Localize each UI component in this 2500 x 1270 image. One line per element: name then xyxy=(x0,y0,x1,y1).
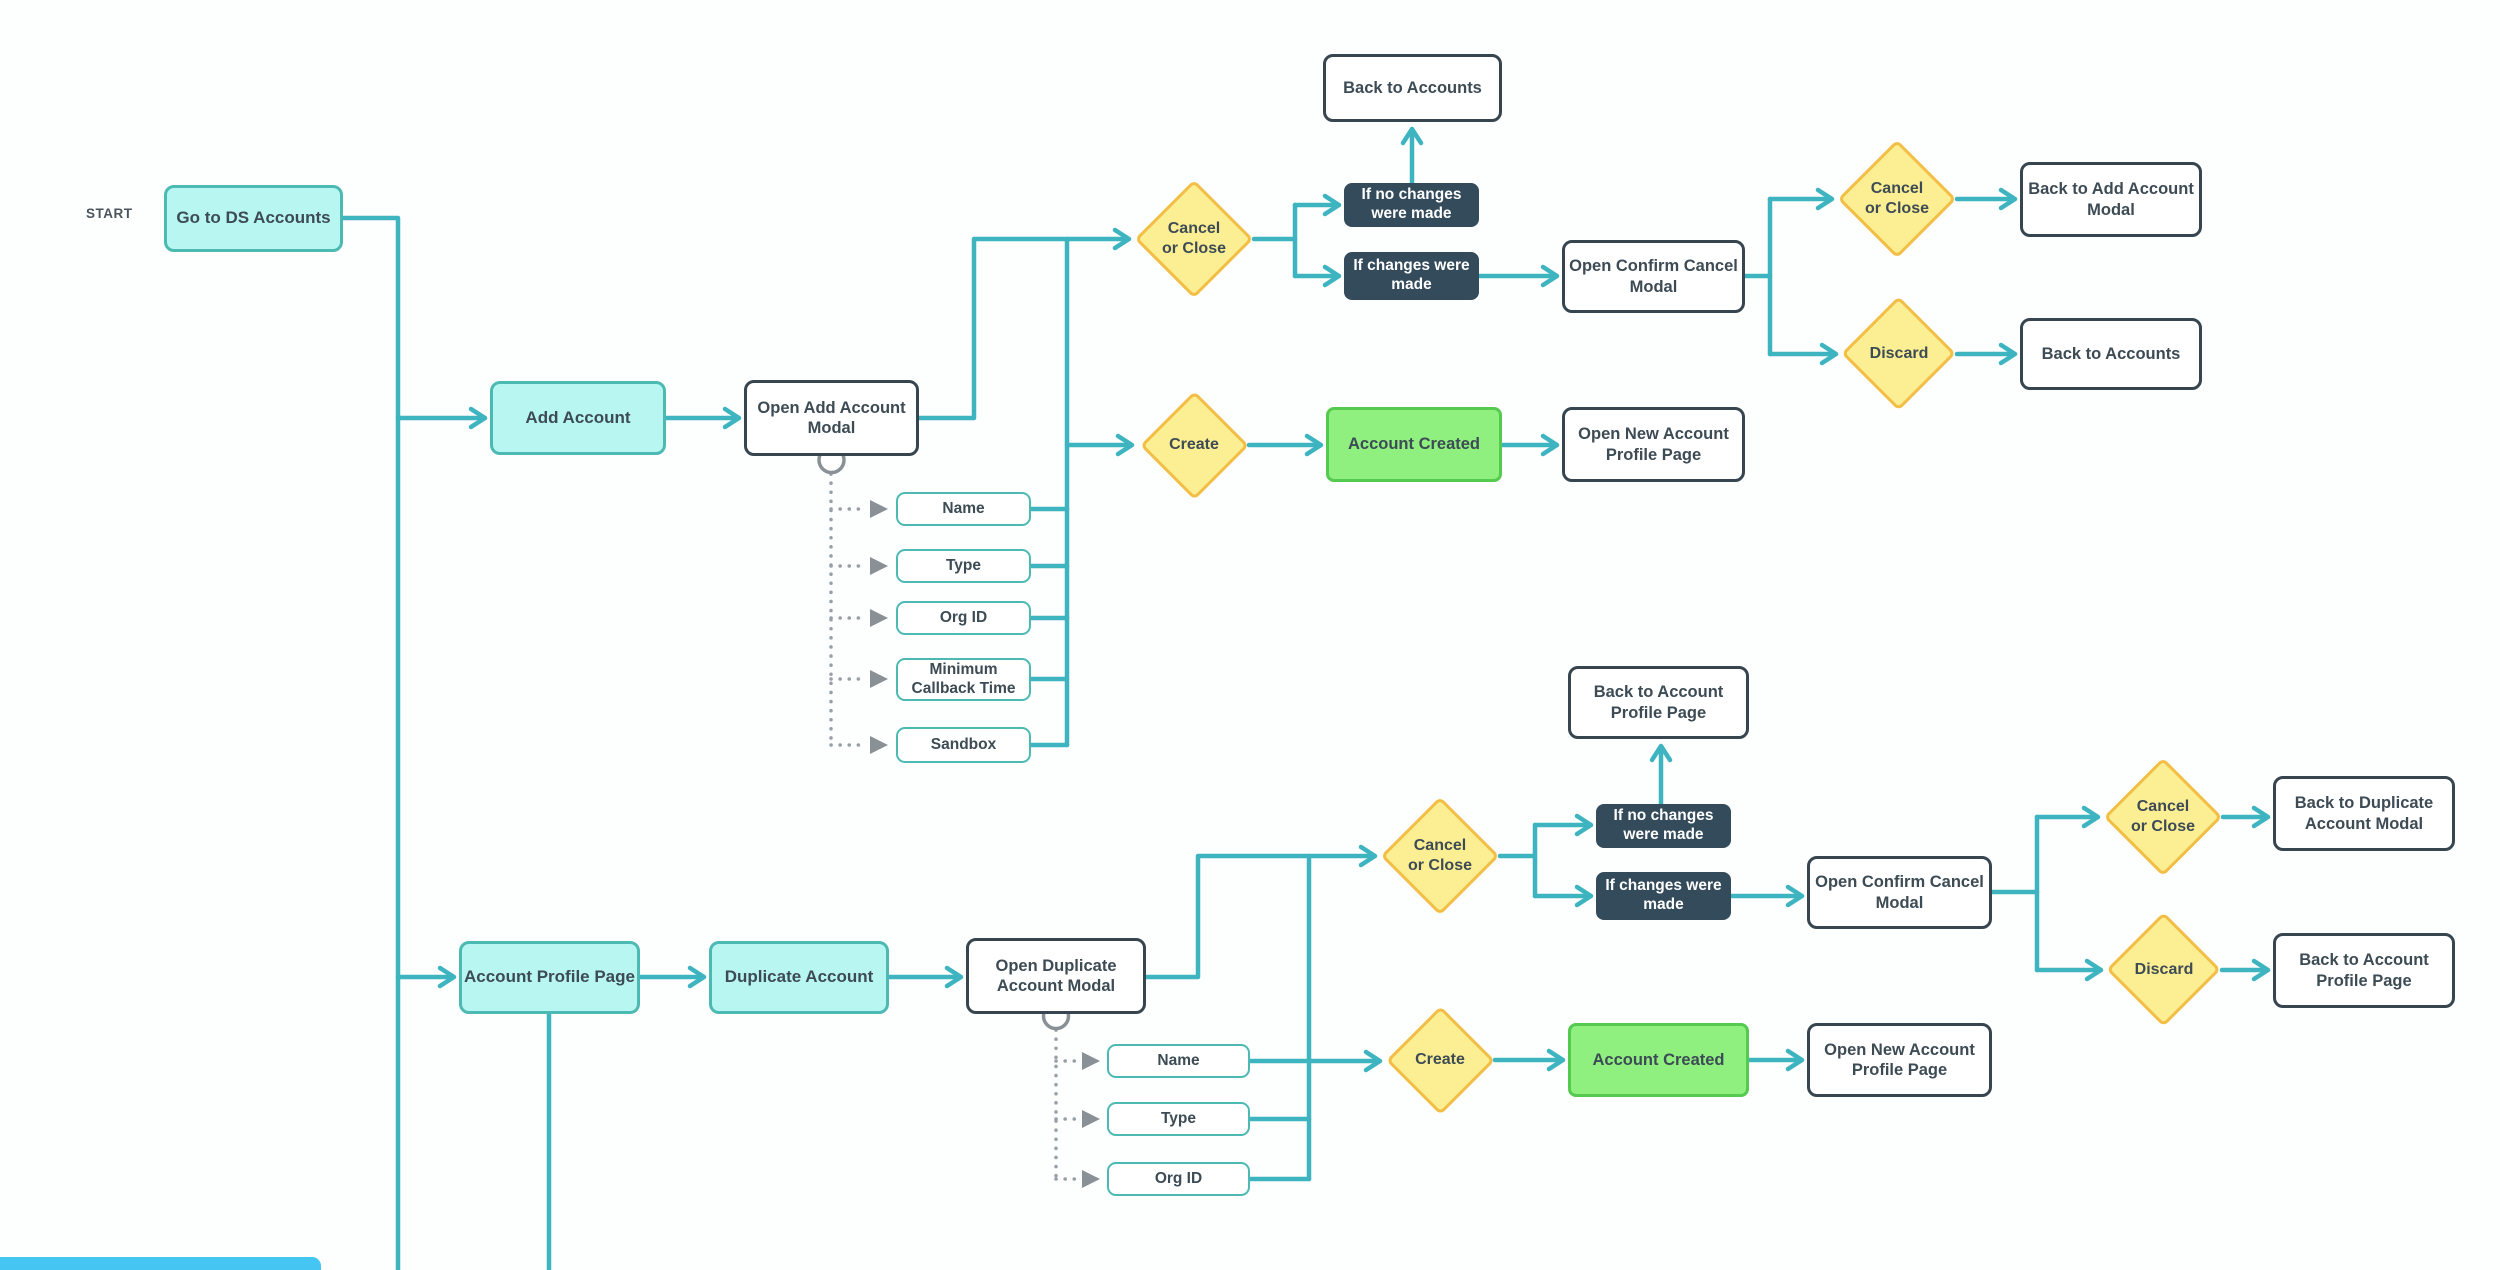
decision-label: Cancel or Close xyxy=(1161,220,1226,257)
node-label: Back to Duplicate Account Modal xyxy=(2294,794,2434,833)
node-duplicate-account[interactable]: Duplicate Account xyxy=(709,941,889,1014)
node-go-to-ds-accounts[interactable]: Go to DS Accounts xyxy=(164,185,343,252)
node-label: Go to DS Accounts xyxy=(176,208,331,228)
decision-label: Create xyxy=(1169,436,1219,453)
decision-label: Cancel or Close xyxy=(2130,798,2195,835)
node-label: Back to Account Profile Page xyxy=(1593,683,1724,722)
decision-cancel-or-close-1[interactable]: Cancel or Close xyxy=(1134,179,1254,299)
field-label: Org ID xyxy=(1154,1169,1203,1187)
field-name[interactable]: Name xyxy=(896,492,1031,526)
field-name-2[interactable]: Name xyxy=(1107,1044,1250,1078)
node-back-to-duplicate-account-modal[interactable]: Back to Duplicate Account Modal xyxy=(2273,776,2455,851)
decision-discard-2[interactable]: Discard xyxy=(2106,912,2222,1028)
node-back-to-add-account-modal[interactable]: Back to Add Account Modal xyxy=(2020,162,2202,237)
solid-connectors xyxy=(340,196,2040,1270)
start-label: START xyxy=(86,206,133,221)
field-label: Name xyxy=(942,499,985,517)
decision-label: Discard xyxy=(2134,961,2194,978)
decision-cancel-or-close-3[interactable]: Cancel or Close xyxy=(1380,796,1500,916)
field-label: Org ID xyxy=(939,608,988,626)
field-org-id[interactable]: Org ID xyxy=(896,601,1031,635)
node-label: If no changes were made xyxy=(1361,186,1462,222)
decision-cancel-or-close-2[interactable]: Cancel or Close xyxy=(1837,139,1957,259)
node-back-to-accounts-top[interactable]: Back to Accounts xyxy=(1323,54,1502,122)
node-open-confirm-cancel-modal-1[interactable]: Open Confirm Cancel Modal xyxy=(1562,240,1745,313)
node-if-no-changes-1[interactable]: If no changes were made xyxy=(1344,183,1479,227)
node-label: Open Confirm Cancel Modal xyxy=(1815,873,1984,912)
node-account-profile-page[interactable]: Account Profile Page xyxy=(459,941,640,1014)
node-label: Duplicate Account xyxy=(724,967,874,987)
field-label: Name xyxy=(1157,1051,1200,1069)
field-sandbox[interactable]: Sandbox xyxy=(896,727,1031,763)
node-label: Account Created xyxy=(1592,1050,1725,1069)
field-type[interactable]: Type xyxy=(896,549,1031,583)
node-if-changes-2[interactable]: If changes were made xyxy=(1596,872,1731,920)
node-label: Open Duplicate Account Modal xyxy=(995,956,1117,995)
node-account-created-2[interactable]: Account Created xyxy=(1568,1023,1749,1097)
dotted-connectors xyxy=(829,472,1080,1181)
node-open-duplicate-account-modal[interactable]: Open Duplicate Account Modal xyxy=(966,938,1146,1014)
decision-label: Cancel or Close xyxy=(1407,837,1472,874)
decision-label: Discard xyxy=(1869,345,1929,362)
field-minimum-callback-time[interactable]: Minimum Callback Time xyxy=(896,658,1031,701)
decision-label: Create xyxy=(1415,1051,1465,1068)
node-label: Back to Accounts xyxy=(1343,78,1482,97)
decision-cancel-or-close-4[interactable]: Cancel or Close xyxy=(2103,757,2223,877)
node-label: If no changes were made xyxy=(1613,807,1714,843)
node-if-no-changes-2[interactable]: If no changes were made xyxy=(1596,804,1731,848)
partial-blue-node[interactable] xyxy=(0,1257,321,1270)
node-label: Open Confirm Cancel Modal xyxy=(1569,257,1738,296)
node-label: If changes were made xyxy=(1353,257,1470,293)
node-label: Add Account xyxy=(525,407,631,427)
node-open-new-account-profile-page-1[interactable]: Open New Account Profile Page xyxy=(1562,407,1745,482)
node-label: Open New Account Profile Page xyxy=(1578,425,1729,464)
decision-create-2[interactable]: Create xyxy=(1385,1005,1495,1115)
decision-create-1[interactable]: Create xyxy=(1139,390,1249,500)
field-org-id-2[interactable]: Org ID xyxy=(1107,1162,1250,1196)
decision-label: Cancel or Close xyxy=(1864,180,1929,217)
node-add-account[interactable]: Add Account xyxy=(490,381,666,455)
node-open-add-account-modal[interactable]: Open Add Account Modal xyxy=(744,380,919,456)
node-label: Open New Account Profile Page xyxy=(1824,1040,1975,1079)
node-label: Back to Add Account Modal xyxy=(2028,180,2194,219)
node-account-created-1[interactable]: Account Created xyxy=(1326,407,1502,482)
node-label: Account Created xyxy=(1347,435,1481,454)
node-label: If changes were made xyxy=(1605,877,1722,913)
field-label: Type xyxy=(945,556,982,574)
field-label: Minimum Callback Time xyxy=(911,660,1016,697)
decision-discard-1[interactable]: Discard xyxy=(1841,296,1957,412)
node-label: Open Add Account Modal xyxy=(757,398,906,437)
field-label: Sandbox xyxy=(930,735,997,753)
arrow-connectors xyxy=(395,126,2271,1073)
node-back-to-account-profile-page-top[interactable]: Back to Account Profile Page xyxy=(1568,666,1749,739)
node-label: Back to Account Profile Page xyxy=(2299,951,2429,990)
node-label: Back to Accounts xyxy=(2041,344,2181,363)
field-label: Type xyxy=(1160,1109,1197,1127)
node-label: Account Profile Page xyxy=(464,967,635,987)
node-open-confirm-cancel-modal-2[interactable]: Open Confirm Cancel Modal xyxy=(1807,856,1992,929)
node-if-changes-1[interactable]: If changes were made xyxy=(1344,252,1479,300)
node-open-new-account-profile-page-2[interactable]: Open New Account Profile Page xyxy=(1807,1023,1992,1097)
node-back-to-account-profile-page-2[interactable]: Back to Account Profile Page xyxy=(2273,933,2455,1008)
attribute-arrowheads xyxy=(870,500,1100,1188)
field-type-2[interactable]: Type xyxy=(1107,1102,1250,1136)
node-back-to-accounts-2[interactable]: Back to Accounts xyxy=(2020,318,2202,390)
